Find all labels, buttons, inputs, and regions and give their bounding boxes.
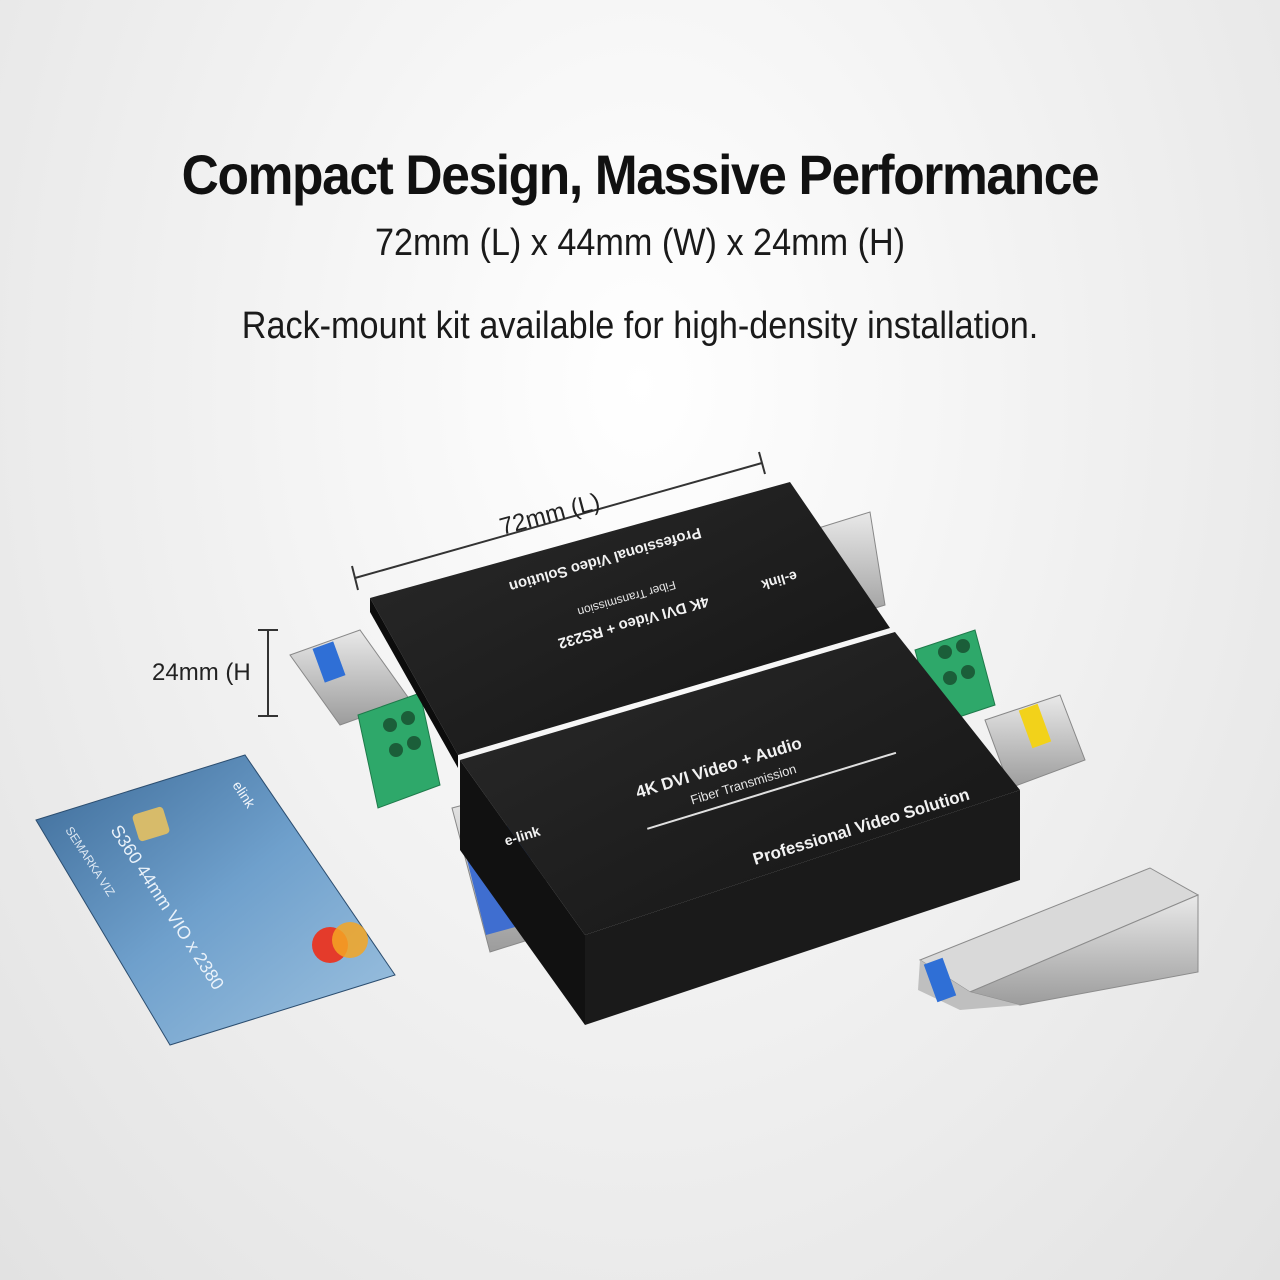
back-unit: 4K DVI Video + RS232 Fiber Transmission … <box>289 482 890 809</box>
sfp-blue-tab <box>312 641 346 683</box>
sfp-module <box>918 867 1200 1010</box>
card-chip <box>132 806 170 842</box>
headline: Compact Design, Massive Performance <box>181 143 1100 206</box>
sfp-module-tab <box>923 957 957 1003</box>
card-logo-orange <box>332 922 368 958</box>
height-dimension: 24mm (H <box>152 629 278 717</box>
length-label: 72mm (L) <box>497 488 603 541</box>
height-label: 24mm (H <box>152 659 251 686</box>
sfp-yellow-tab <box>1018 703 1052 749</box>
front-unit: e-link 4K DVI Video + Audio Fiber Transm… <box>451 629 1086 1025</box>
credit-card: S360 44mm VIO x 2380 SEMARKA VIZ elink <box>35 754 396 1046</box>
dimensions-text: 72mm (L) x 44mm (W) x 24mm (H) <box>374 222 906 264</box>
rack-mount-note: Rack-mount kit available for high-densit… <box>241 305 1039 347</box>
